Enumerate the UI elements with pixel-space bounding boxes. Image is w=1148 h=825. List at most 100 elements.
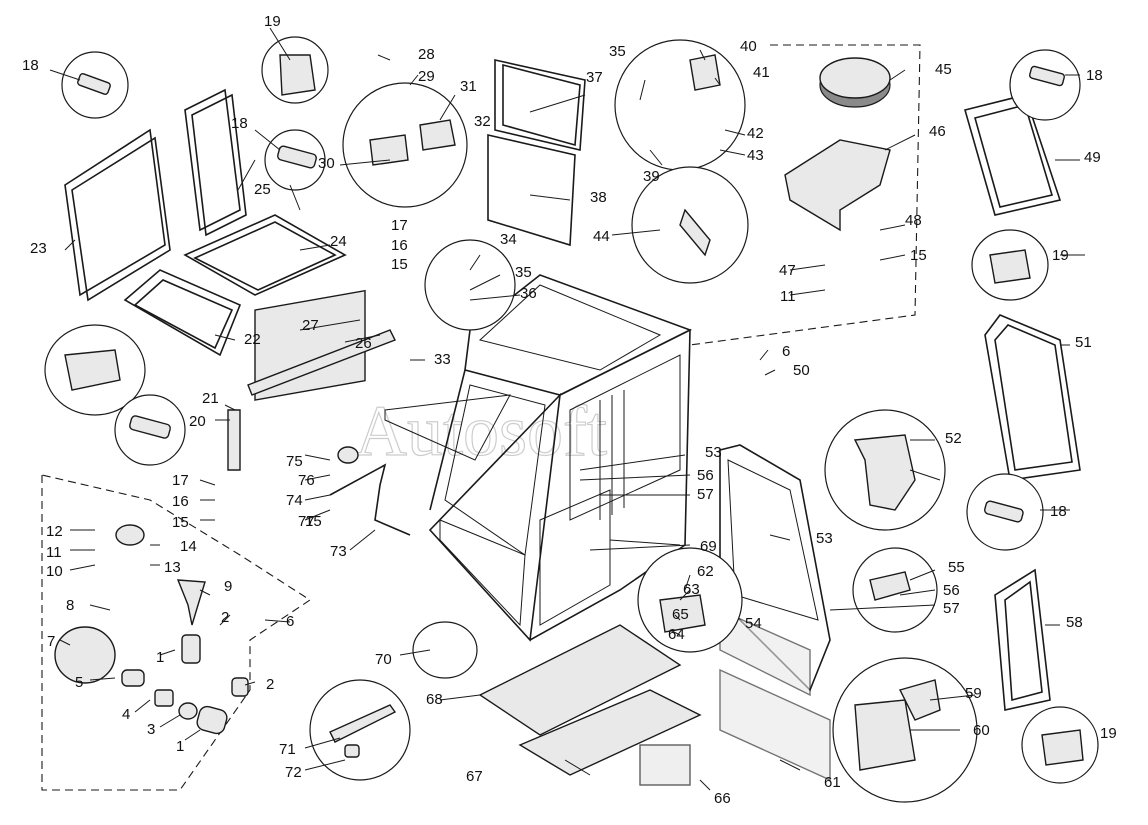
callout-label: 60 (973, 722, 990, 739)
callout-label: 52 (945, 430, 962, 447)
callout-label: 8 (66, 597, 74, 614)
callout-label: 13 (164, 559, 181, 576)
callout-label: 5 (75, 674, 83, 691)
leader-lines (49, 27, 1085, 791)
callout-label: 1 (176, 738, 184, 755)
callout-label: 2 (266, 676, 274, 693)
callout-label: 55 (948, 559, 965, 576)
callout-label: 15 (910, 247, 927, 264)
callout-label: 37 (586, 69, 603, 86)
callout-label: 72 (285, 764, 302, 781)
callout-label: 58 (1066, 614, 1083, 631)
callout-label: 65 (672, 606, 689, 623)
callout-label: 16 (391, 237, 408, 254)
callout-label: 10 (46, 563, 63, 580)
detail-circle-latch-40 (614, 39, 746, 171)
callout-label: 19 (1052, 247, 1069, 264)
callout-label: 18 (1050, 503, 1067, 520)
callout-label: 27 (302, 317, 319, 334)
callout-label: 54 (745, 615, 762, 632)
callout-label: 15 (305, 513, 322, 530)
callout-label: 19 (264, 13, 281, 30)
callout-label: 28 (418, 46, 435, 63)
callout-label: 41 (753, 64, 770, 81)
callout-label: 31 (460, 78, 477, 95)
callout-label: 15 (172, 514, 189, 531)
window-frames-left (64, 88, 347, 357)
callout-label: 63 (683, 581, 700, 598)
callout-label: 2 (221, 609, 229, 626)
callout-label: 50 (793, 362, 810, 379)
callout-label: 17 (172, 472, 189, 489)
detail-circle-seal-18d (1009, 49, 1081, 121)
callout-label: 15 (391, 256, 408, 273)
callout-label: 74 (286, 492, 303, 509)
callout-label: 14 (180, 538, 197, 555)
detail-circle-bush-70 (412, 621, 478, 679)
callout-label: 18 (1086, 67, 1103, 84)
callout-label: 11 (46, 544, 62, 561)
callout-label: 46 (929, 123, 946, 140)
callout-label: 67 (466, 768, 483, 785)
callout-label: 12 (46, 523, 63, 540)
callout-label: 69 (700, 538, 717, 555)
top-center-group-boundary (689, 44, 921, 346)
callout-label: 26 (355, 335, 372, 352)
callout-label: 38 (590, 189, 607, 206)
callout-label: 73 (330, 543, 347, 560)
cab-body (384, 274, 693, 642)
callout-label: 32 (474, 113, 491, 130)
callout-label: 6 (782, 343, 790, 360)
callout-label: 66 (714, 790, 731, 807)
callout-label: 45 (935, 61, 952, 78)
callout-label: 49 (1084, 149, 1101, 166)
callout-label: 24 (330, 233, 347, 250)
callout-label: 20 (189, 413, 206, 430)
callout-label: 53 (816, 530, 833, 547)
callout-label: 40 (740, 38, 757, 55)
callout-label: 1 (156, 649, 164, 666)
callout-labels: 1 1 2 2 3 4 5 6 6 7 8 9 10 11 11 12 13 1… (22, 13, 1117, 807)
lower-left-group-boundary (41, 474, 312, 791)
callout-label: 33 (434, 351, 451, 368)
callout-label: 21 (202, 390, 219, 407)
detail-circle-bolt-34 (424, 239, 516, 331)
callout-label: 35 (515, 264, 532, 281)
window-frames-right (964, 94, 1081, 711)
small-parts (54, 54, 1084, 786)
callout-label: 3 (147, 721, 155, 738)
callout-label: 51 (1075, 334, 1092, 351)
callout-label: 70 (375, 651, 392, 668)
callout-label: 25 (254, 181, 271, 198)
callout-label: 59 (965, 685, 982, 702)
callout-label: 61 (824, 774, 841, 791)
watermark: Autosoft (355, 391, 607, 471)
callout-label: 76 (298, 472, 315, 489)
callout-label: 18 (22, 57, 39, 74)
callout-label: 9 (224, 578, 232, 595)
callout-label: 19 (1100, 725, 1117, 742)
callout-label: 48 (905, 212, 922, 229)
callout-label: 36 (520, 285, 537, 302)
callout-label: 18 (231, 115, 248, 132)
callout-label: 64 (668, 626, 685, 643)
callout-label: 39 (643, 168, 660, 185)
callout-label: 23 (30, 240, 47, 257)
callout-label: 35 (609, 43, 626, 60)
callout-label: 56 (697, 467, 714, 484)
callout-label: 42 (747, 125, 764, 142)
callout-label: 62 (697, 563, 714, 580)
callout-label: 53 (705, 444, 722, 461)
callout-label: 11 (780, 288, 796, 305)
callout-label: 34 (500, 231, 517, 248)
callout-label: 16 (172, 493, 189, 510)
floor-mats (478, 624, 702, 776)
window-frames-top (487, 59, 586, 247)
callout-label: 22 (244, 331, 261, 348)
callout-label: 43 (747, 147, 764, 164)
callout-label: 47 (779, 262, 796, 279)
callout-label: 29 (418, 68, 435, 85)
callout-label: 7 (47, 633, 55, 650)
callout-label: 56 (943, 582, 960, 599)
